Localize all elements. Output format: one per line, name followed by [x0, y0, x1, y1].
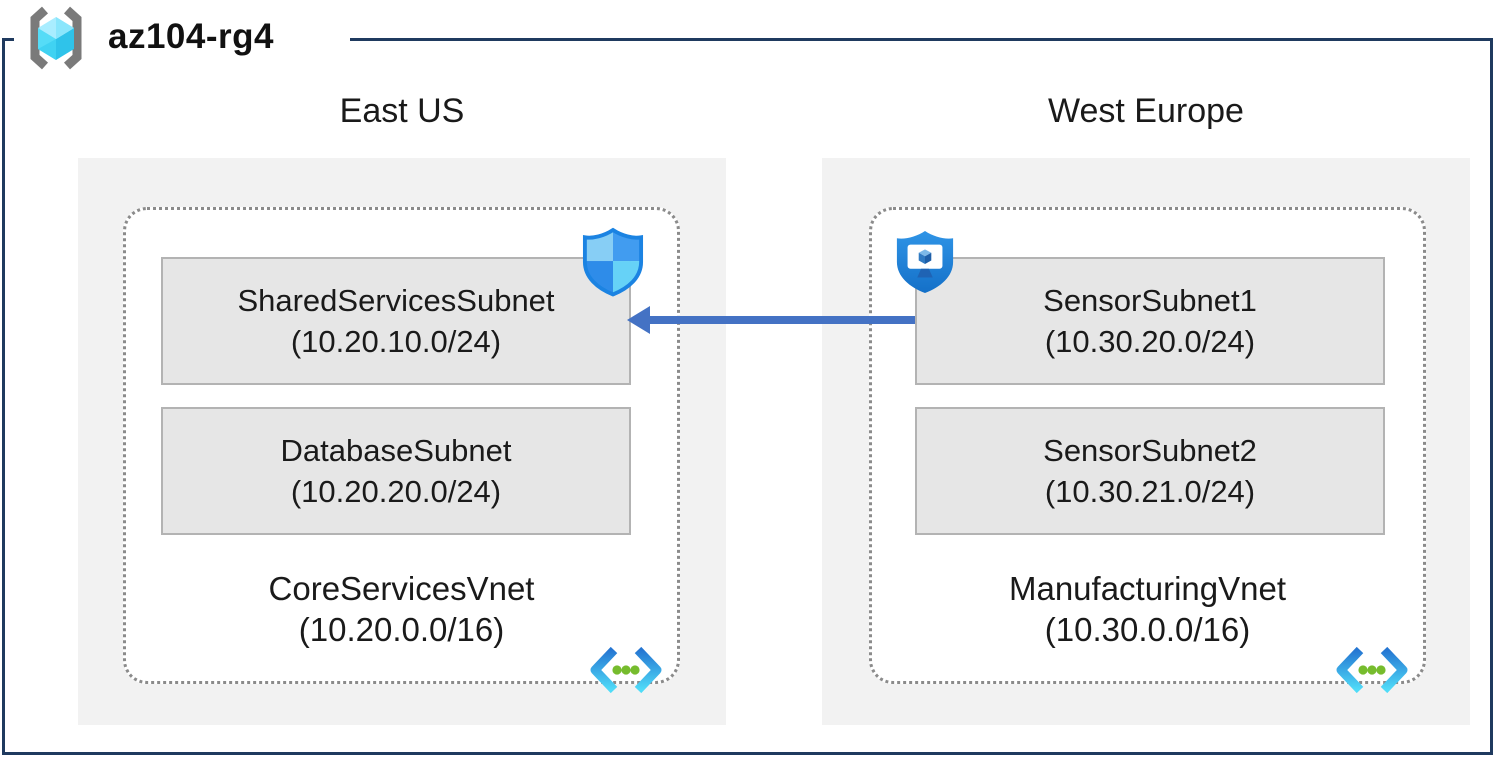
- region-west-europe: SensorSubnet1 (10.30.20.0/24) SensorSubn…: [822, 158, 1470, 725]
- resource-group-icon: [14, 6, 98, 70]
- peering-arrow-line: [649, 316, 915, 324]
- subnet-sharedservices: SharedServicesSubnet (10.20.10.0/24): [161, 257, 631, 385]
- subnet-name: DatabaseSubnet: [280, 433, 512, 468]
- title-cover: [96, 28, 350, 52]
- subnet-sensor2: SensorSubnet2 (10.30.21.0/24): [915, 407, 1385, 535]
- subnet-name: SensorSubnet2: [1043, 433, 1257, 468]
- resource-group-title: az104-rg4: [108, 17, 274, 56]
- resource-group-border: [2, 38, 1493, 755]
- vnet-cidr: (10.20.0.0/16): [298, 611, 505, 648]
- subnet-name: SharedServicesSubnet: [237, 283, 555, 318]
- vnet-name: ManufacturingVnet: [1008, 570, 1286, 607]
- region-label-east-us: East US: [339, 92, 465, 130]
- region-east-us: SharedServicesSubnet (10.20.10.0/24) Dat…: [78, 158, 726, 725]
- vnet-cidr: (10.30.0.0/16): [1044, 611, 1251, 648]
- subnet-sensor1: SensorSubnet1 (10.30.20.0/24): [915, 257, 1385, 385]
- region-label-west-europe: West Europe: [1048, 92, 1244, 130]
- subnet-database: DatabaseSubnet (10.20.20.0/24): [161, 407, 631, 535]
- peering-arrow-head: [627, 306, 650, 334]
- asg-shield-icon: [894, 228, 956, 296]
- vnet-label-manufacturing: ManufacturingVnet (10.30.0.0/16): [872, 568, 1423, 650]
- vnet-coreservices: SharedServicesSubnet (10.20.10.0/24) Dat…: [123, 207, 680, 694]
- subnet-cidr: (10.20.10.0/24): [290, 324, 502, 359]
- subnet-cidr: (10.30.21.0/24): [1044, 474, 1256, 509]
- subnet-name: SensorSubnet1: [1043, 283, 1257, 318]
- vnet-name: CoreServicesVnet: [268, 570, 535, 607]
- nsg-shield-icon: [582, 226, 644, 298]
- vnet-manufacturing: SensorSubnet1 (10.30.20.0/24) SensorSubn…: [869, 207, 1426, 694]
- virtual-network-icon: [1335, 645, 1409, 695]
- vnet-label-coreservices: CoreServicesVnet (10.20.0.0/16): [126, 568, 677, 650]
- virtual-network-icon: [589, 645, 663, 695]
- subnet-cidr: (10.20.20.0/24): [290, 474, 502, 509]
- subnet-cidr: (10.30.20.0/24): [1044, 324, 1256, 359]
